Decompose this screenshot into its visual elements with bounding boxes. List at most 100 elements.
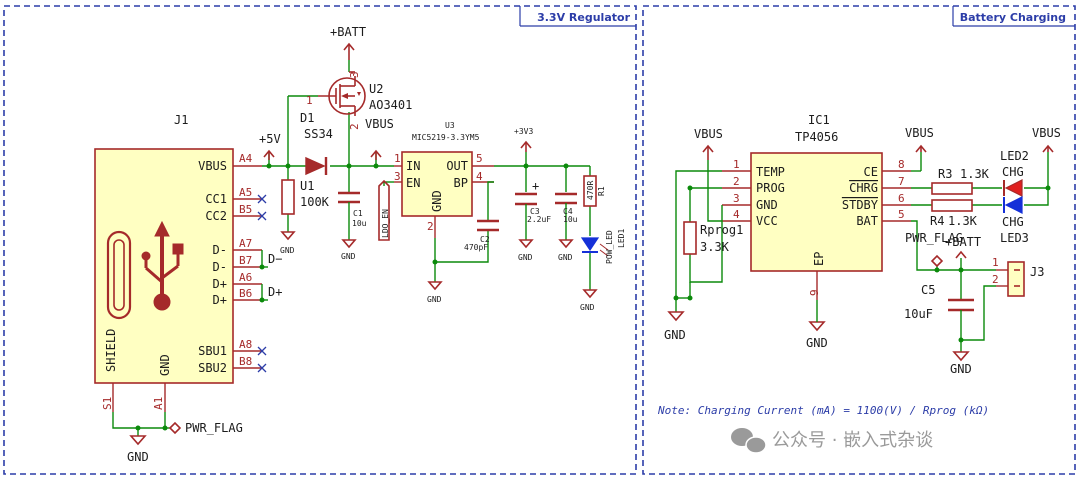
led1-power-indicator: POW_LED LED1 [580,229,626,264]
svg-text:C5: C5 [921,283,935,297]
usb-c-connector-j1: J1 VBUS CC1 CC2 [94,113,267,412]
capacitor-c1: C1 10u [338,191,367,228]
pwr-flag-j1: PWR_FLAG [165,421,243,435]
power-5v-symbol: +5V [259,132,281,160]
power-vbus-symbol-leds: VBUS [1032,126,1061,153]
ic1-right-wires [911,152,1049,352]
j1-pin-dminus-a-name: D- [213,243,227,257]
charger-ic1-tp4056: IC1 TP4056 TEMP PROG GND VCC CE CHRG STD… [722,113,911,300]
svg-text:8: 8 [898,158,905,171]
svg-text:GND: GND [756,198,778,212]
svg-text:GND: GND [950,362,972,376]
svg-text:MIC5219-3.3YM5: MIC5219-3.3YM5 [412,133,480,142]
j1-pin-b7-num: B7 [239,254,252,267]
svg-text:C4: C4 [563,207,573,216]
resistor-u1: U1 100K [281,179,330,215]
svg-text:U3: U3 [445,121,455,130]
battery-connector-j3: 1 2 J3 [992,256,1044,297]
resistor-r3: R3 1.3K [931,167,990,195]
svg-text:TP4056: TP4056 [795,130,838,144]
resistor-rprog1: Rprog1 3.3K [683,221,743,255]
svg-text:1.3K: 1.3K [960,167,990,181]
power-vbus-symbol-ic1: VBUS [694,127,723,160]
power-3v3-symbol: +3V3 [514,127,533,152]
svg-text:2: 2 [992,273,999,286]
svg-text:2: 2 [427,220,434,233]
regulator-title: 3.3V Regulator [537,11,630,24]
svg-text:470R: 470R [586,181,595,200]
svg-text:470pF: 470pF [464,243,488,252]
net-dminus-label: D− [268,252,282,266]
wechat-watermark: 公众号 · 嵌入式杂谈 [731,428,933,454]
svg-text:2.2uF: 2.2uF [527,215,551,224]
j1-pin-b6-num: B6 [239,287,252,300]
svg-text:OUT: OUT [446,159,468,173]
j1-gnd-name: GND [158,354,172,376]
svg-text:7: 7 [898,175,905,188]
svg-text:R4: R4 [930,214,944,228]
gnd-symbol-j1: GND [127,435,149,464]
svg-text:4: 4 [476,170,483,183]
svg-text:Rprog1: Rprog1 [700,223,743,237]
gnd-symbol-led1: GND [580,289,598,312]
power-vbus-symbol-u3: VBUS [365,117,394,160]
j1-pin-dplus-a-name: D+ [213,277,227,291]
j1-pin-a8-num: A8 [239,338,252,351]
svg-text:U2: U2 [369,82,383,96]
j1-pin-a5-num: A5 [239,186,252,199]
svg-text:4: 4 [733,208,740,221]
svg-text:1: 1 [394,152,401,165]
usb-trident-icon [141,220,184,311]
usb-c-port-icon [106,230,132,320]
capacitor-c2: C2 470pF [464,219,499,252]
j1-pin-b8-num: B8 [239,355,252,368]
j1-pin-b5-num: B5 [239,203,252,216]
svg-text:D1: D1 [300,111,314,125]
svg-text:3.3K: 3.3K [700,240,730,254]
svg-text:GND: GND [430,190,444,212]
svg-text:PWR_FLAG: PWR_FLAG [905,231,963,245]
mosfet-u2: 1 3 2 U2 AO3401 [306,71,412,130]
svg-text:CHG: CHG [1002,215,1024,229]
svg-text:J3: J3 [1030,265,1044,279]
svg-text:C3: C3 [530,207,540,216]
svg-text:PWR_FLAG: PWR_FLAG [185,421,243,435]
svg-text:GND: GND [518,253,533,262]
j1-ref: J1 [174,113,188,127]
j1-pin-cc2-name: CC2 [205,209,227,223]
svg-text:C2: C2 [480,235,490,244]
svg-text:GND: GND [806,336,828,350]
svg-text:3: 3 [733,192,740,205]
svg-text:+BATT: +BATT [330,25,366,39]
svg-text:GND: GND [341,252,356,261]
resistor-r1: 470R R1 [583,175,606,207]
j1-pin-a7-num: A7 [239,237,252,250]
svg-text:GND: GND [427,295,442,304]
wechat-logo-icon [731,428,767,454]
j1-pin-dplus-b-name: D+ [213,293,227,307]
svg-text:1.3K: 1.3K [948,214,978,228]
svg-text:CHRG: CHRG [849,181,878,195]
svg-text:2: 2 [733,175,740,188]
svg-text:C1: C1 [353,209,363,218]
svg-text:6: 6 [898,192,905,205]
j1-pin-sbu2-name: SBU2 [198,361,227,375]
charging-current-note: Note: Charging Current (mA) = 1100(V) / … [657,404,989,417]
pwr-flag-battery: PWR_FLAG [905,231,963,268]
svg-text:VBUS: VBUS [365,117,394,131]
svg-text:5: 5 [898,208,905,221]
gnd-symbol-c1: GND [341,239,357,261]
svg-text:POW_LED: POW_LED [605,230,614,264]
diode-d1: D1 SS34 [300,111,333,176]
regulator-section-frame [3,5,637,475]
svg-text:STDBY: STDBY [842,198,879,212]
svg-text:IN: IN [406,159,420,173]
svg-text:LED3: LED3 [1000,231,1029,245]
svg-text:9: 9 [808,289,821,296]
charging-section-frame [642,5,1076,475]
svg-text:LED1: LED1 [617,229,626,248]
svg-text:10uF: 10uF [904,307,933,321]
svg-text:SS34: SS34 [304,127,333,141]
resistor-r4: R4 1.3K [930,199,978,228]
svg-text:+: + [532,179,539,193]
